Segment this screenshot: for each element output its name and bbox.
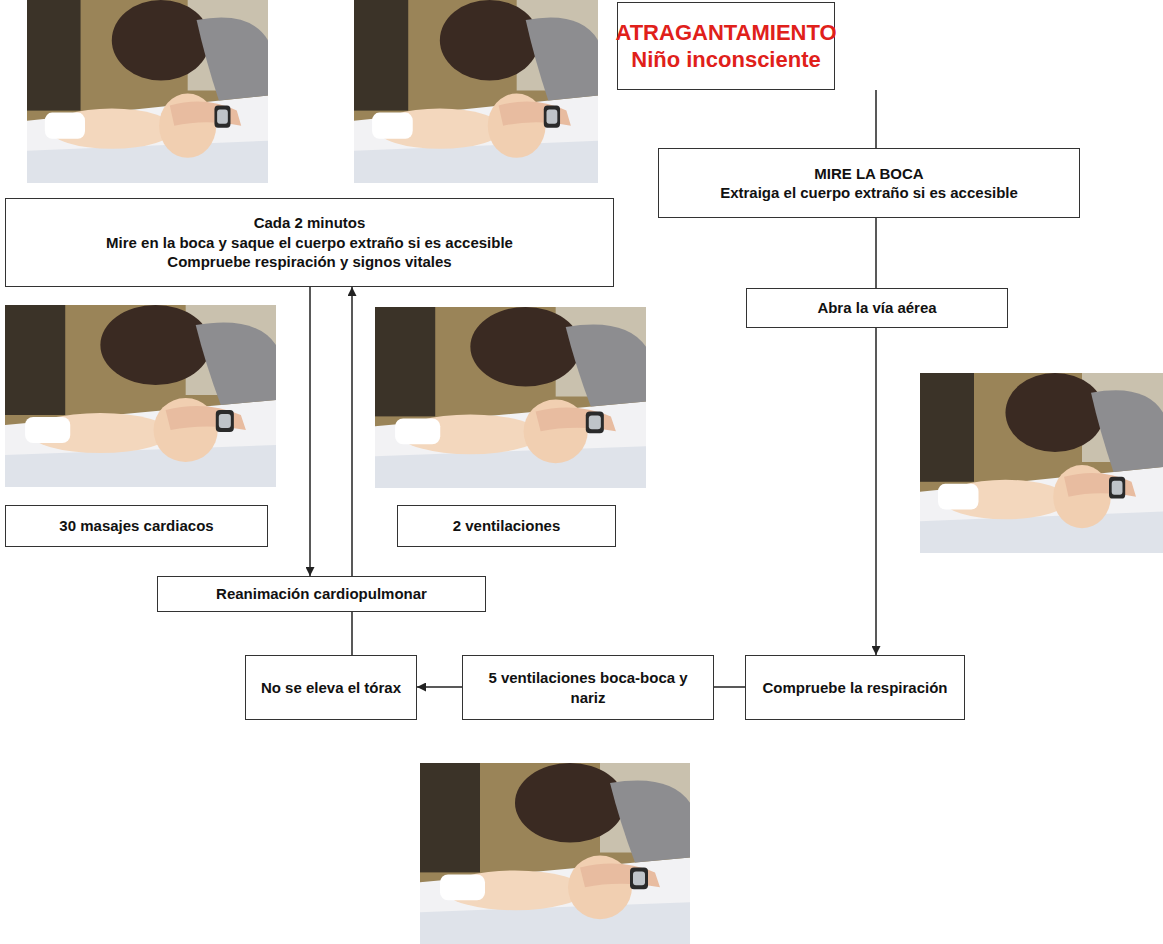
- loop-box: Cada 2 minutosMire en la boca y saque el…: [5, 198, 614, 287]
- box-text: 5 ventilaciones boca-boca y nariz: [471, 668, 705, 707]
- box-text: Compruebe respiración y signos vitales: [167, 252, 451, 272]
- flow-connector: [351, 287, 353, 576]
- photo-airway-check: [27, 0, 268, 183]
- box-text: 30 masajes cardiacos: [59, 516, 213, 536]
- box-text: Niño inconsciente: [631, 46, 820, 74]
- box-text: Mire en la boca y saque el cuerpo extrañ…: [106, 233, 513, 253]
- flow-connector: [351, 612, 353, 655]
- photo-mouth-nose-breaths: [420, 763, 690, 944]
- box-text: 2 ventilaciones: [453, 516, 561, 536]
- flow-connector: [875, 218, 877, 288]
- photo-rescue-breaths: [375, 307, 646, 488]
- box-text: Abra la vía aérea: [817, 298, 936, 318]
- photo-mouth-check: [354, 0, 598, 183]
- box-text: ATRAGANTAMIENTO: [615, 19, 836, 47]
- box-text: No se eleva el tórax: [261, 678, 401, 698]
- process-box: 5 ventilaciones boca-boca y nariz: [462, 655, 714, 720]
- flow-connector: [875, 90, 877, 148]
- flow-connector: [417, 686, 462, 688]
- process-box: Reanimación cardiopulmonar: [157, 576, 486, 612]
- photo-check-breathing: [920, 373, 1163, 553]
- flow-connector: [875, 328, 877, 655]
- title-box: ATRAGANTAMIENTONiño inconsciente: [617, 2, 835, 90]
- box-text: Compruebe la respiración: [762, 678, 947, 698]
- step-box: 30 masajes cardiacos: [5, 505, 268, 547]
- process-box: Abra la vía aérea: [746, 288, 1008, 328]
- box-text: Cada 2 minutos: [254, 213, 366, 233]
- process-box: Compruebe la respiración: [745, 655, 965, 720]
- process-box: MIRE LA BOCAExtraiga el cuerpo extraño s…: [658, 148, 1080, 218]
- box-text: MIRE LA BOCA: [814, 164, 923, 184]
- condition-box: No se eleva el tórax: [245, 655, 417, 720]
- step-box: 2 ventilaciones: [397, 505, 616, 547]
- box-text: Reanimación cardiopulmonar: [216, 584, 427, 604]
- flow-connector: [309, 287, 311, 576]
- box-text: Extraiga el cuerpo extraño si es accesib…: [720, 183, 1018, 203]
- flow-connector: [714, 686, 745, 688]
- photo-chest-compressions: [5, 305, 276, 487]
